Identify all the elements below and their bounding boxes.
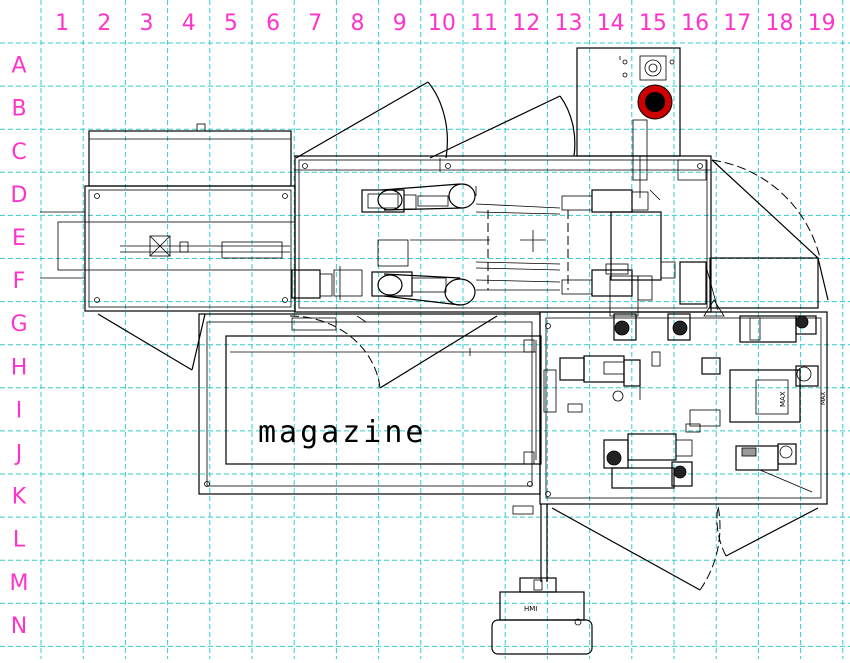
guard-flap-left [97,313,498,389]
row-label-C: C [11,140,26,165]
center-rail [475,210,569,290]
column-label-15: 15 [639,11,667,36]
row-label-H: H [11,355,28,380]
column-label-5: 5 [224,11,238,36]
infeed-conveyor [40,185,296,312]
main-frame [294,155,712,313]
top-cover [88,123,292,187]
column-label-9: 9 [393,11,407,36]
column-label-8: 8 [351,11,365,36]
row-label-E: E [12,226,26,251]
column-label-16: 16 [681,11,709,36]
guard-flaps-top [295,81,576,172]
column-label-4: 4 [182,11,196,36]
column-label-18: 18 [766,11,794,36]
column-label-2: 2 [97,11,111,36]
magazine-frame [198,313,542,495]
gear-motors [559,313,819,493]
hmi-label: HMI [524,605,537,613]
right-unit [609,211,725,317]
control-cabinet [576,47,681,198]
lower-belt-drive [291,239,633,306]
column-label-17: 17 [723,11,751,36]
row-label-A: A [11,54,26,79]
guard-flap-right [709,159,829,309]
hmi-pedestal [491,504,593,655]
row-label-D: D [11,183,28,208]
column-label-11: 11 [470,11,498,36]
row-label-B: B [11,97,26,122]
row-label-F: F [13,269,26,294]
upper-belt-drive [361,183,661,215]
row-label-L: L [13,528,26,553]
column-label-19: 19 [808,11,836,36]
max-label-side: MAX [820,392,827,405]
column-label-6: 6 [266,11,280,36]
column-label-7: 7 [308,11,322,36]
row-label-I: I [16,398,23,423]
max-label-upper: MAX [779,391,787,407]
row-label-K: K [12,485,27,510]
row-label-G: G [10,312,27,337]
guard-flaps-bottom [551,505,819,591]
column-label-12: 12 [512,11,540,36]
column-label-14: 14 [597,11,625,36]
emergency-stop-button [645,92,665,112]
lower-right-frame [539,311,828,505]
row-label-J: J [14,441,23,466]
column-label-1: 1 [55,11,69,36]
row-label-N: N [11,614,27,639]
column-label-10: 10 [428,11,456,36]
row-label-M: M [10,571,29,596]
column-label-3: 3 [140,11,154,36]
column-label-13: 13 [555,11,583,36]
magazine-label: magazine [258,415,427,450]
machine-drawing [40,47,829,655]
